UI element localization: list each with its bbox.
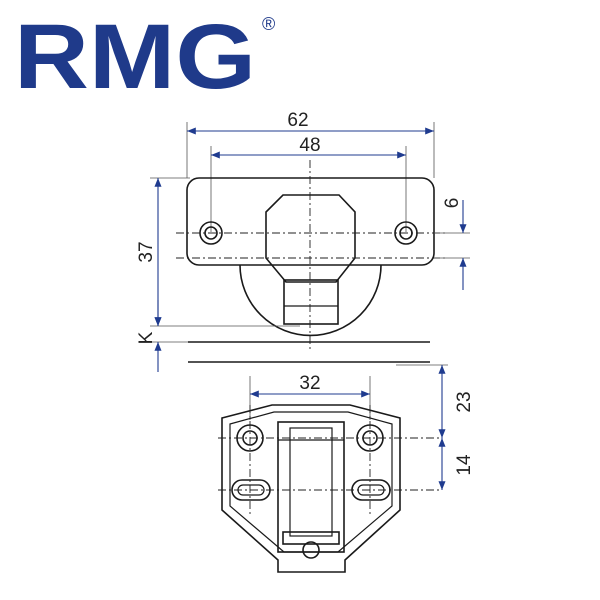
- dim-label-62: 62: [287, 110, 308, 131]
- adjust-screw-bar: [282, 531, 340, 545]
- bottom-view: 32 23 14: [218, 364, 475, 573]
- rmg-logo-mark: RMG ®: [14, 8, 275, 98]
- dim-label-23: 23: [454, 391, 475, 412]
- dim-label-32: 32: [299, 373, 320, 394]
- dim-label-37: 37: [136, 241, 157, 262]
- dim-label-k: K: [136, 331, 157, 344]
- arm-stem: [283, 279, 339, 325]
- dim-label-14: 14: [454, 454, 475, 476]
- logo-text: RMG: [14, 8, 256, 98]
- central-channel: [277, 421, 345, 553]
- top-view: 62 48 37 K: [136, 110, 470, 372]
- brand-logo: RMG ®: [14, 8, 304, 98]
- base-plate-inner: [229, 411, 393, 553]
- dim-label-48: 48: [299, 135, 320, 156]
- registered-mark: ®: [262, 14, 275, 34]
- hinge-cup: [239, 264, 382, 337]
- adjust-screw-head: [302, 541, 320, 559]
- arm-housing: [265, 194, 356, 283]
- central-channel-inner: [289, 427, 333, 537]
- mounting-plate: [186, 177, 435, 266]
- dim-label-6: 6: [442, 198, 463, 209]
- base-plate: [221, 404, 401, 573]
